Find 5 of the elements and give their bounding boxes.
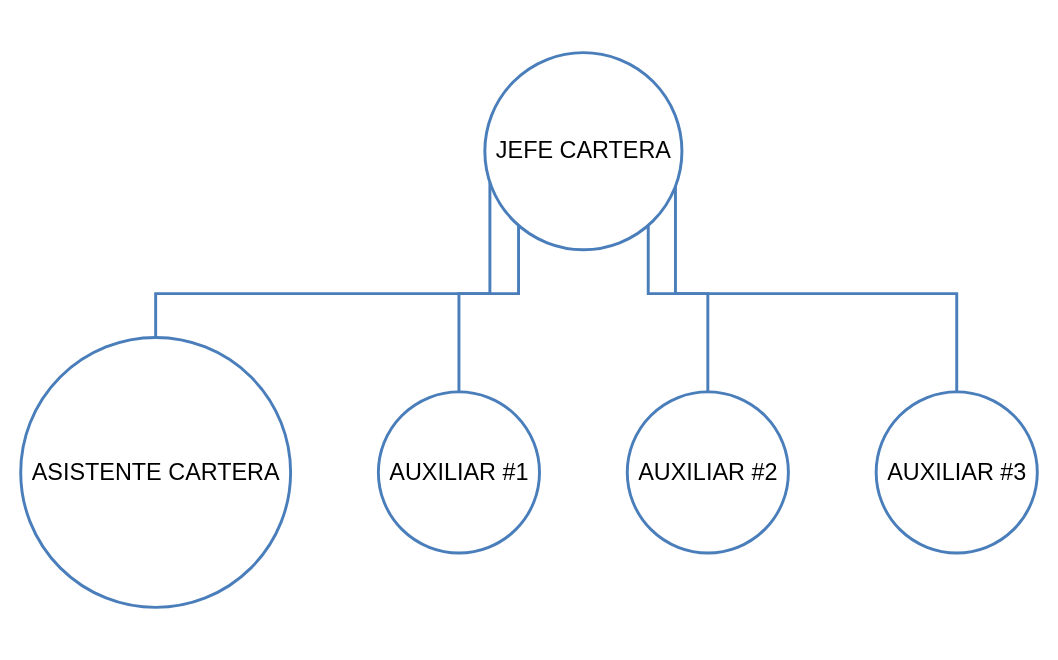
node-circle: AUXILIAR #1 [376, 390, 541, 555]
node-circle: ASISTENTE CARTERA [19, 336, 293, 609]
node-circle: AUXILIAR #3 [874, 390, 1039, 555]
node-circle: AUXILIAR #2 [625, 390, 790, 555]
node-circle: JEFE CARTERA [483, 51, 684, 252]
